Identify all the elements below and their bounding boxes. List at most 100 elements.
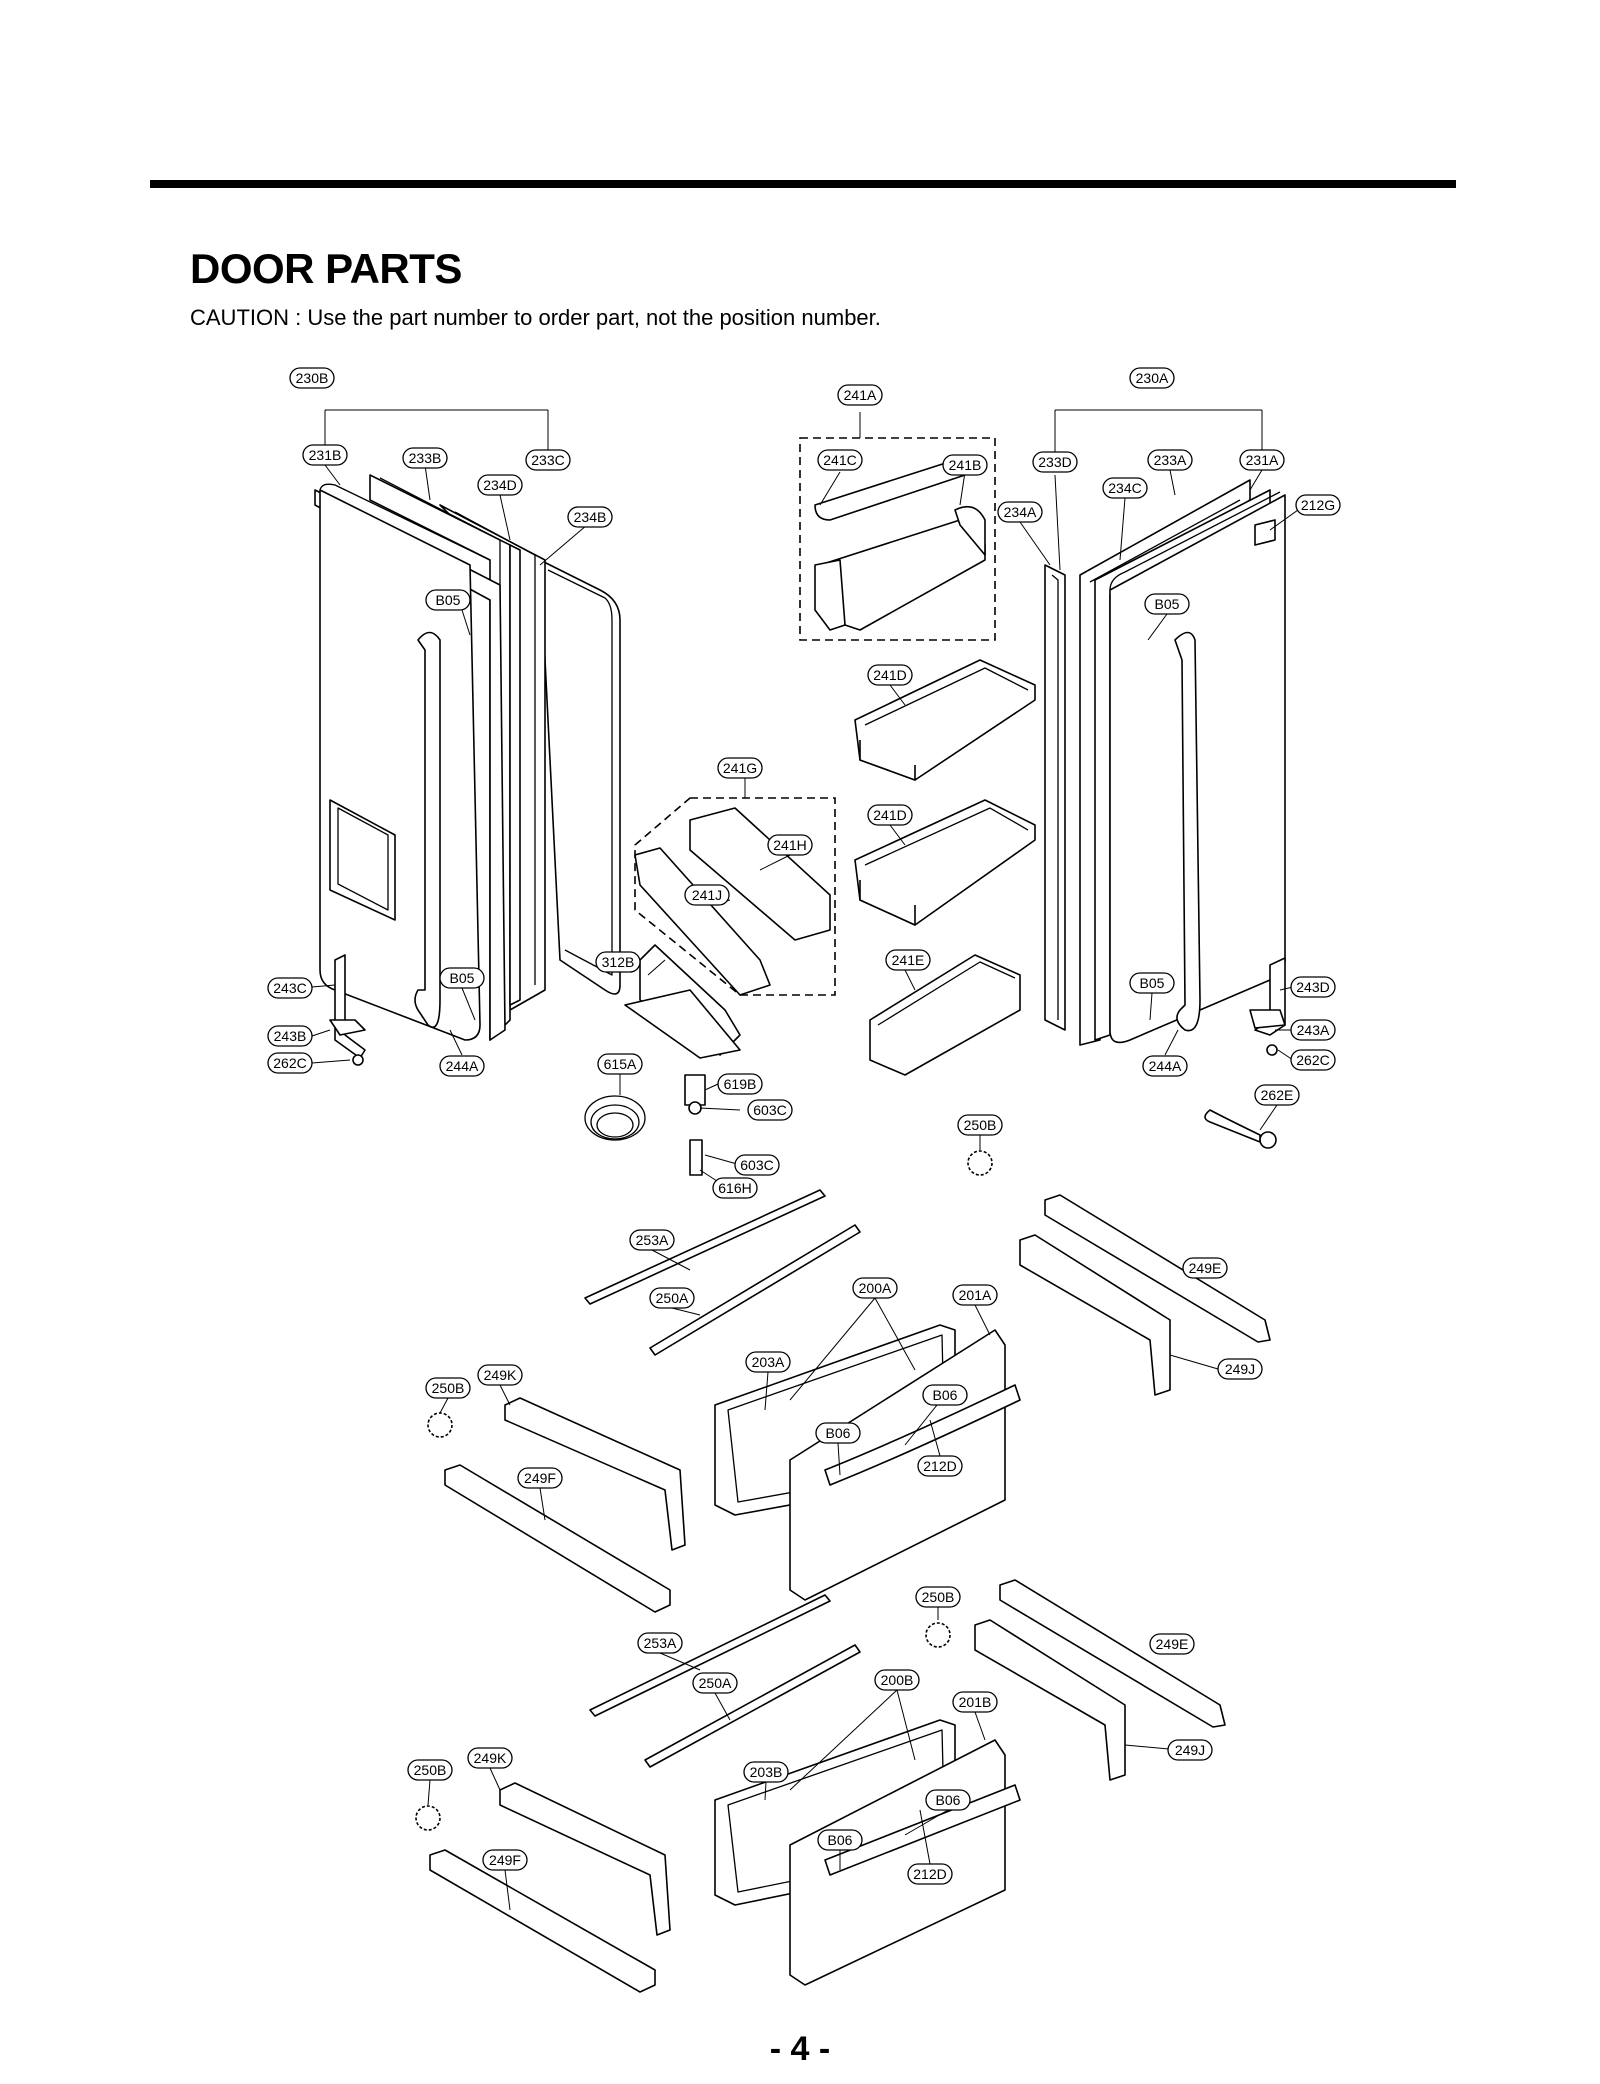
callout-label: 233A [1154, 452, 1187, 468]
shelf-set-241g [634, 778, 836, 996]
callout-label: 244A [1149, 1058, 1182, 1074]
callout-201b: 201B [952, 1691, 998, 1713]
callout-241e: 241E [885, 949, 931, 971]
callout-249k: 249K [467, 1747, 513, 1769]
callout-bubble [1032, 451, 1078, 473]
callout-200b: 200B [874, 1669, 920, 1691]
callout-b05: B05 [1129, 972, 1175, 994]
callout-249k: 249K [477, 1364, 523, 1386]
gear-250b-2 [427, 1412, 453, 1438]
callout-249j: 249J [1217, 1358, 1263, 1380]
callout-label: 262C [273, 1055, 306, 1071]
door-bin-241d-upper [854, 659, 1036, 781]
callout-label: 203B [750, 1764, 783, 1780]
callout-b05: B05 [439, 967, 485, 989]
callout-bubble [745, 1351, 791, 1373]
callout-label: 230A [1136, 370, 1169, 386]
callout-231a: 231A [1239, 449, 1285, 471]
callout-bubble [815, 1422, 861, 1444]
callout-b05: B05 [425, 589, 471, 611]
callout-bubble [1129, 367, 1175, 389]
callout-label: 234D [483, 477, 516, 493]
callout-label: 250B [922, 1589, 955, 1605]
callout-bubble [289, 367, 335, 389]
callout-bubble [267, 1052, 313, 1074]
callout-b06: B06 [815, 1422, 861, 1444]
callout-241a: 241A [837, 384, 883, 406]
callout-bubble [952, 1691, 998, 1713]
wrench-262e [1204, 1109, 1277, 1149]
callout-b06: B06 [922, 1384, 968, 1406]
callout-label: 249E [1156, 1636, 1189, 1652]
callout-label: 262C [1296, 1052, 1329, 1068]
callout-243b: 243B [267, 1025, 313, 1047]
callout-250a: 250A [649, 1287, 695, 1309]
callout-label: 603C [753, 1102, 786, 1118]
header-rule [150, 180, 1456, 188]
callout-label: 250B [432, 1380, 465, 1396]
callout-250b: 250B [425, 1377, 471, 1399]
callout-bubble [477, 1364, 523, 1386]
callout-label: B06 [828, 1832, 853, 1848]
left-hinge [329, 954, 366, 1066]
upper-bin-set [799, 412, 996, 641]
callout-label: 241H [773, 837, 806, 853]
callout-241j: 241J [684, 884, 730, 906]
callout-230a: 230A [1129, 367, 1175, 389]
callout-label: 619B [724, 1076, 757, 1092]
callout-label: 241D [873, 807, 906, 823]
callout-bubble [712, 1177, 758, 1199]
callout-bubble [1182, 1257, 1228, 1279]
callout-244a: 244A [1142, 1055, 1188, 1077]
right-door-assembly [1044, 409, 1286, 1046]
callout-bubble [1217, 1358, 1263, 1380]
callout-bubble [595, 951, 641, 973]
callout-241c: 241C [817, 449, 863, 471]
callout-bubble [915, 1586, 961, 1608]
callout-233a: 233A [1147, 449, 1193, 471]
callout-b06: B06 [817, 1829, 863, 1851]
callout-bubble [1290, 1049, 1336, 1071]
callout-bubble [1149, 1633, 1195, 1655]
callout-bubble [684, 884, 730, 906]
callout-bubble [817, 449, 863, 471]
callout-b06: B06 [925, 1789, 971, 1811]
door-bin-241d-lower [854, 799, 1036, 926]
callout-label: 241E [892, 952, 925, 968]
callout-243a: 243A [1290, 1019, 1336, 1041]
callout-bubble [267, 977, 313, 999]
callout-616h: 616H [712, 1177, 758, 1199]
callout-bubble [997, 501, 1043, 523]
callout-249f: 249F [517, 1467, 563, 1489]
callout-label: 312B [602, 954, 635, 970]
callout-241b: 241B [942, 454, 988, 476]
callout-label: 250A [699, 1675, 732, 1691]
callout-bubble [717, 1073, 763, 1095]
callout-250b: 250B [957, 1114, 1003, 1136]
callout-label: 233C [531, 452, 564, 468]
callout-bubble [874, 1669, 920, 1691]
callout-233b: 233B [402, 447, 448, 469]
callout-bubble [567, 506, 613, 528]
callout-bubble [747, 1099, 793, 1121]
callout-250a: 250A [692, 1672, 738, 1694]
callout-234c: 234C [1102, 477, 1148, 499]
dispenser-cover-312b [624, 944, 741, 1059]
callout-label: 241A [844, 387, 877, 403]
callout-241g: 241G [717, 757, 763, 779]
callout-bubble [439, 1055, 485, 1077]
callout-label: 203A [752, 1354, 785, 1370]
callout-bubble [885, 949, 931, 971]
callout-bubble [477, 474, 523, 496]
callout-262c: 262C [267, 1052, 313, 1074]
callout-bubble [917, 1455, 963, 1477]
callout-bubble [1254, 1084, 1300, 1106]
callout-243d: 243D [1290, 976, 1336, 998]
callout-bubble [1147, 449, 1193, 471]
lower-drawer-assembly [429, 1579, 1226, 1993]
callout-label: 233B [409, 450, 442, 466]
callout-b05: B05 [1144, 593, 1190, 615]
callout-234b: 234B [567, 506, 613, 528]
callout-230b: 230B [289, 367, 335, 389]
